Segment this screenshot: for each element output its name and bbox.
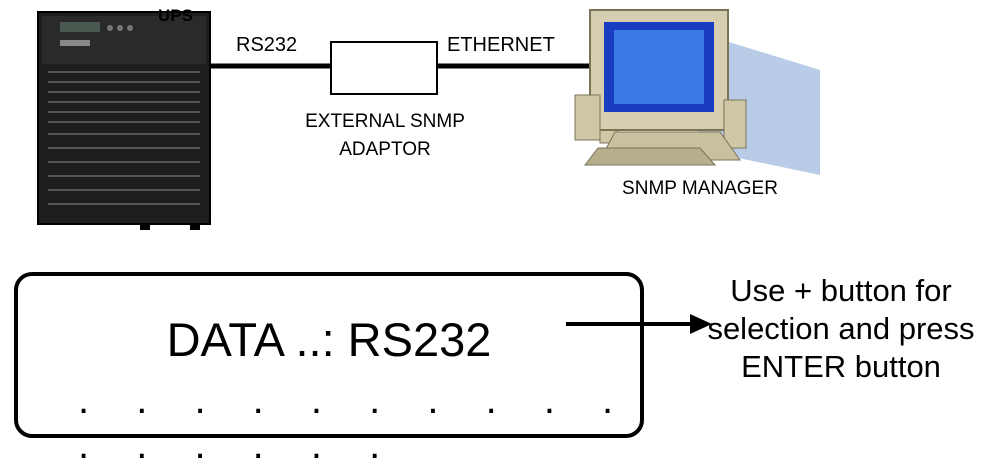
rs232-label: RS232 (236, 34, 298, 56)
lcd-line-1: DATA ..: RS232 (166, 313, 492, 366)
diagram-graphics (37, 9, 820, 334)
snmp-adaptor-box (330, 41, 438, 95)
lcd-line-2: . . . . . . . . . . . . . . . . (78, 378, 632, 467)
computer-icon (574, 9, 820, 175)
manager-label: SNMP MANAGER (622, 178, 778, 199)
adaptor-label: EXTERNAL SNMP ADAPTOR (305, 111, 465, 160)
ups-unit (37, 11, 211, 230)
ethernet-label: ETHERNET (447, 34, 555, 56)
lcd-display: DATA ..: RS232 . . . . . . . . . . . . .… (14, 272, 644, 467)
instruction-text: Use + button for selection and press ENT… (707, 273, 975, 384)
arrow-head (690, 314, 712, 334)
ups-label: UPS (158, 6, 193, 25)
